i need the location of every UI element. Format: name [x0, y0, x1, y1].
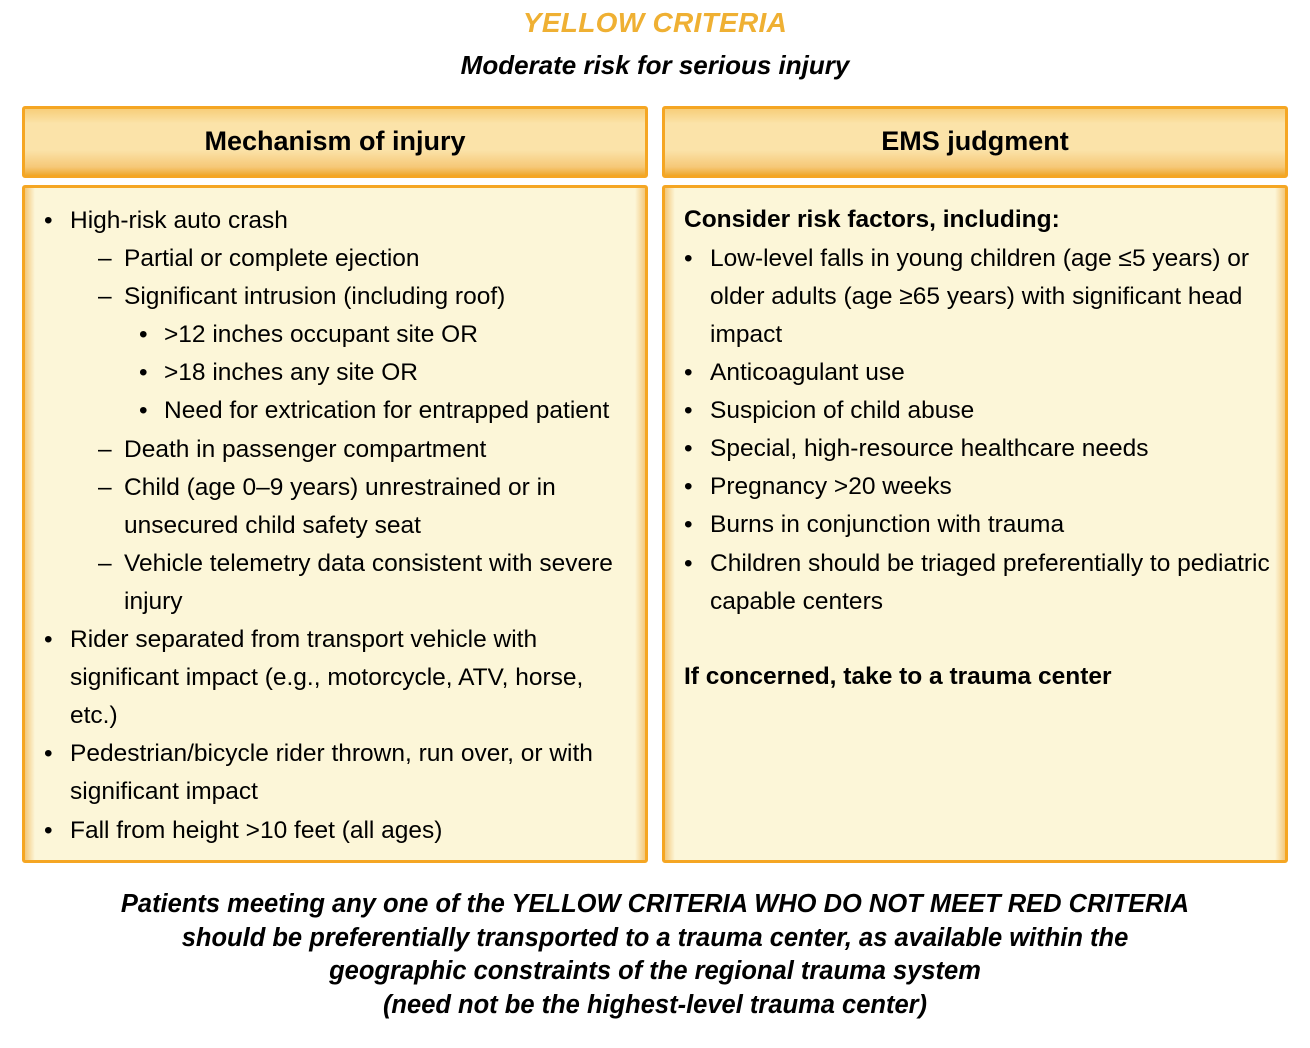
- criteria-item: –Death in passenger compartment: [98, 431, 637, 469]
- criteria-item-label: Need for extrication for entrapped patie…: [164, 397, 610, 425]
- criteria-item-label: Vehicle telemetry data consistent with s…: [124, 549, 613, 615]
- panel-header-label: Mechanism of injury: [204, 126, 466, 157]
- criteria-item: • Anticoagulant use: [684, 354, 1277, 392]
- criteria-item-label: Child (age 0–9 years) unrestrained or in…: [124, 473, 556, 539]
- criteria-item: –Child (age 0–9 years) unrestrained or i…: [98, 469, 637, 545]
- criteria-item-label: High-risk auto crash: [70, 207, 288, 234]
- criteria-list-mechanism: •High-risk auto crash–Partial or complet…: [35, 202, 637, 850]
- criteria-columns: Mechanism of injury • High-risk auto cras…: [22, 106, 1288, 863]
- criteria-item-label: Low-level falls in young children (age ≤…: [710, 244, 1250, 348]
- criteria-item-label: Rider separated from transport vehicle w…: [70, 626, 584, 730]
- page-title: YELLOW CRITERIA: [522, 7, 788, 38]
- bullet-icon: •: [684, 397, 693, 425]
- criteria-item-label: >18 inches any site OR: [164, 359, 418, 387]
- criteria-item: • Special, high-resource healthcare needs: [684, 430, 1277, 468]
- ems-lead-text: Consider risk factors, including:: [684, 206, 1060, 233]
- criteria-item: • Burns in conjunction with trauma: [684, 506, 1277, 544]
- bullet-icon: •: [684, 435, 693, 463]
- dash-icon: –: [98, 245, 112, 273]
- footer-line: should be preferentially transported to …: [181, 923, 1129, 952]
- criteria-item-label: Children should be triaged preferentiall…: [710, 549, 1270, 615]
- page-subtitle: Moderate risk for serious injury: [460, 49, 850, 80]
- dash-icon: –: [98, 473, 112, 501]
- bullet-icon: •: [44, 816, 53, 844]
- ems-closing-text: If concerned, take to a trauma center: [684, 662, 1112, 690]
- panel-header-label: EMS judgment: [881, 126, 1069, 157]
- criteria-item: • Rider separated from transport vehicle …: [44, 621, 637, 735]
- dash-icon: –: [98, 283, 112, 311]
- panel-header-ems-judgment: EMS judgment: [662, 106, 1288, 178]
- criteria-item: –Vehicle telemetry data consistent with …: [98, 545, 637, 621]
- criteria-item-label: Pedestrian/bicycle rider thrown, run ove…: [70, 740, 593, 806]
- footer-note: Patients meeting any one of the YELLOW C…: [0, 888, 1310, 1023]
- criteria-item-label: Special, high-resource healthcare needs: [710, 435, 1149, 463]
- criteria-item: • Suspicion of child abuse: [684, 392, 1277, 430]
- criteria-item: • Pedestrian/bicycle rider thrown, run ov…: [44, 735, 637, 811]
- panel-header-mechanism-of-injury: Mechanism of injury: [22, 106, 648, 178]
- panel-body-mechanism-of-injury: •High-risk auto crash–Partial or complet…: [22, 185, 648, 863]
- criteria-item-label: Fall from height >10 feet (all ages): [70, 816, 443, 844]
- criteria-item: • Need for extrication for entrapped pati…: [139, 392, 637, 430]
- criteria-item-label: Suspicion of child abuse: [710, 397, 975, 425]
- criteria-item: –Significant intrusion (including roof): [98, 278, 637, 316]
- footer-line: (need not be the highest-level trauma ce…: [382, 990, 928, 1019]
- panel-body-ems-judgment: Consider risk factors, including: • Low-l…: [662, 185, 1288, 863]
- bullet-icon: •: [684, 511, 693, 539]
- bullet-icon: •: [684, 359, 693, 387]
- criteria-item-label: Partial or complete ejection: [124, 245, 420, 273]
- column-ems-judgment: EMS judgment Consider risk factors, incl…: [662, 106, 1288, 863]
- criteria-item: • Pregnancy >20 weeks: [684, 468, 1277, 506]
- criteria-item-label: >12 inches occupant site OR: [164, 321, 478, 349]
- dash-icon: –: [98, 549, 112, 577]
- bullet-icon: •: [684, 473, 693, 501]
- criteria-item: • >18 inches any site OR: [139, 354, 637, 392]
- bullet-icon: •: [139, 359, 148, 387]
- bullet-icon: •: [44, 207, 53, 234]
- dash-icon: –: [98, 435, 112, 463]
- bullet-icon: •: [684, 549, 693, 577]
- criteria-item: –Partial or complete ejection: [98, 240, 637, 278]
- column-mechanism-of-injury: Mechanism of injury • High-risk auto cras…: [22, 106, 648, 863]
- bullet-icon: •: [44, 740, 53, 768]
- criteria-item: • Children should be triaged preferential…: [684, 545, 1277, 621]
- bullet-icon: •: [139, 397, 148, 425]
- criteria-item-label: Anticoagulant use: [710, 359, 905, 387]
- criteria-list-ems: • Low-level falls in young children (age …: [675, 240, 1277, 621]
- criteria-item-label: Burns in conjunction with trauma: [710, 511, 1065, 539]
- bullet-icon: •: [139, 321, 148, 349]
- criteria-item: • Low-level falls in young children (age …: [684, 240, 1277, 354]
- bullet-icon: •: [44, 626, 53, 654]
- footer-line: geographic constraints of the regional t…: [329, 957, 981, 986]
- criteria-item-label: Significant intrusion (including roof): [124, 283, 506, 311]
- criteria-item-label: Pregnancy >20 weeks: [710, 473, 952, 501]
- bullet-icon: •: [684, 244, 693, 272]
- criteria-item: • Fall from height >10 feet (all ages): [44, 812, 637, 850]
- criteria-item-label: Death in passenger compartment: [124, 435, 487, 463]
- criteria-item: • >12 inches occupant site OR: [139, 316, 637, 354]
- footer-line: Patients meeting any one of the YELLOW C…: [120, 890, 1190, 918]
- criteria-item: • High-risk auto crash: [44, 202, 637, 240]
